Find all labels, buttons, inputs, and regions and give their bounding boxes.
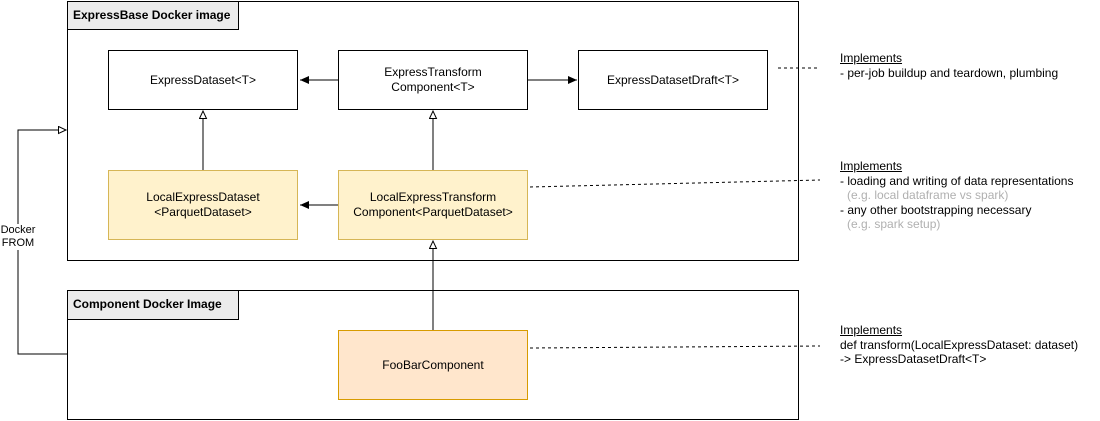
- note-leader-local: [529, 179, 821, 188]
- component-container-label: Component Docker Image: [67, 290, 239, 320]
- note-foobar: Implements def transform(LocalExpressDat…: [840, 323, 1078, 367]
- local-transform-label-line1: LocalExpressTransform: [369, 190, 497, 204]
- express-transform-label-line1: ExpressTransform: [384, 65, 482, 79]
- note-local-line1: - loading and writing of data representa…: [840, 173, 1074, 188]
- express-dataset-draft-box: ExpressDatasetDraft<T>: [578, 50, 768, 110]
- docker-from-label-line2: FROM: [1, 237, 35, 249]
- docker-from-label: Docker FROM: [0, 224, 36, 250]
- express-transform-label-line2: Component<T>: [391, 80, 475, 94]
- note-foobar-heading: Implements: [840, 323, 903, 337]
- foobar-component-label: FooBarComponent: [382, 357, 484, 372]
- local-express-transform-box: LocalExpressTransform Component<ParquetD…: [338, 170, 528, 240]
- local-transform-label-line2: Component<ParquetDataset>: [353, 205, 513, 219]
- note-local-line1-sub: (e.g. local dataframe vs spark): [847, 188, 1009, 202]
- note-base-line1: - per-job buildup and teardown, plumbing: [840, 65, 1059, 80]
- note-local-heading: Implements: [840, 159, 903, 173]
- note-foobar-line2: -> ExpressDatasetDraft<T>: [840, 352, 987, 366]
- note-local-line2: - any other bootstrapping necessary: [840, 202, 1032, 217]
- note-local-line2-sub: (e.g. spark setup): [847, 217, 941, 231]
- express-dataset-draft-label: ExpressDatasetDraft<T>: [606, 72, 740, 87]
- expressbase-container-label: ExpressBase Docker image: [67, 1, 239, 30]
- note-base: Implements - per-job buildup and teardow…: [840, 51, 1058, 80]
- express-dataset-label: ExpressDataset<T>: [149, 72, 257, 87]
- note-leader-foobar: [529, 345, 821, 349]
- express-transform-box: ExpressTransform Component<T>: [338, 50, 528, 110]
- local-dataset-label-line1: LocalExpressDataset: [146, 190, 260, 204]
- note-base-heading: Implements: [840, 51, 903, 65]
- foobar-component-box: FooBarComponent: [338, 330, 528, 400]
- express-dataset-box: ExpressDataset<T>: [108, 50, 298, 110]
- note-foobar-line1: def transform(LocalExpressDataset: datas…: [840, 337, 1079, 352]
- local-express-dataset-box: LocalExpressDataset <ParquetDataset>: [108, 170, 298, 240]
- docker-from-label-line1: Docker: [0, 224, 36, 236]
- note-local: Implements - loading and writing of data…: [840, 159, 1073, 232]
- local-dataset-label-line2: <ParquetDataset>: [154, 205, 252, 219]
